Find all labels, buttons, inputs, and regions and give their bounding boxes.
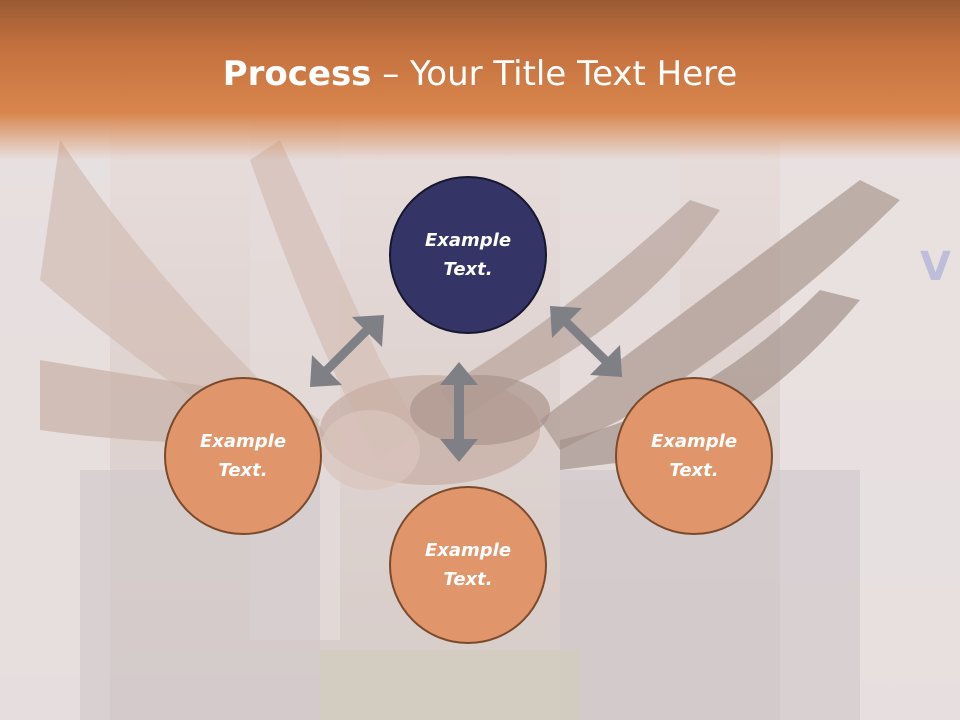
arrow-top-left <box>310 315 384 387</box>
arrow-vertical <box>440 362 478 462</box>
slide-title: Process – Your Title Text Here <box>0 52 960 96</box>
title-rest: – Your Title Text Here <box>371 54 738 94</box>
title-bold: Process <box>222 54 372 94</box>
title-bar <box>0 0 960 160</box>
node-top[interactable]: Example Text. <box>389 176 547 334</box>
svg-text:V: V <box>920 244 951 290</box>
node-right[interactable]: Example Text. <box>615 377 773 535</box>
arrow-top-right <box>550 306 622 377</box>
node-left[interactable]: Example Text. <box>164 377 322 535</box>
node-bottom[interactable]: Example Text. <box>389 486 547 644</box>
